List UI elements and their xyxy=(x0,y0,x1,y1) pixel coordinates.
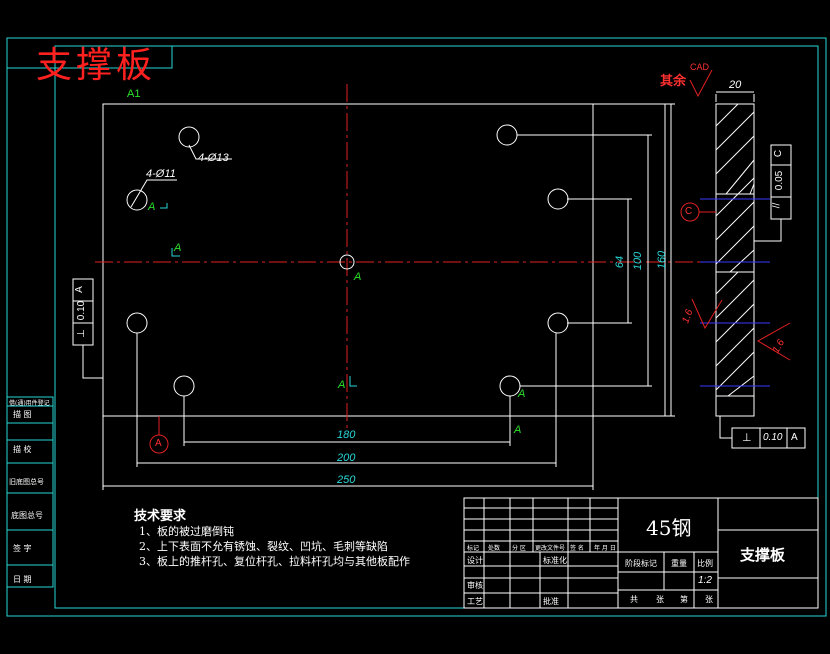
tb-weight: 重量 xyxy=(671,559,687,568)
perp-tolerance-bottom xyxy=(719,416,806,449)
title-block xyxy=(463,497,819,609)
strip-label: 描 图 xyxy=(13,410,32,419)
section-mark xyxy=(171,248,180,257)
roughness-left xyxy=(691,298,723,330)
tech-req-item-2: 2、上下表面不允有锈蚀、裂纹、凹坑、毛刺等缺陷 xyxy=(139,540,388,553)
dim-250: 250 xyxy=(337,474,356,486)
perp-bottom-value: 0.10 xyxy=(763,432,783,443)
section-mark xyxy=(349,376,357,387)
roughness-right xyxy=(757,322,791,361)
dim-180: 180 xyxy=(337,429,356,441)
tb-header: 签 名 xyxy=(570,545,584,552)
flat-right-value: 0.05 xyxy=(774,170,786,191)
hole-11-callout: 4-Ø11 xyxy=(146,168,176,180)
tb-standard: 标准化 xyxy=(543,556,567,565)
section-mark xyxy=(160,203,168,209)
inner-frame xyxy=(54,45,819,609)
tb-process: 工艺 xyxy=(467,597,483,606)
hole xyxy=(126,312,148,334)
datum-c-letter: C xyxy=(685,206,693,217)
hole xyxy=(496,124,518,146)
perp-bottom-datum: A xyxy=(791,432,798,443)
tb-sheet: 张 xyxy=(705,595,713,604)
datum-a-label: A xyxy=(174,242,182,254)
tech-req-item-1: 1、板的被过磨倒钝 xyxy=(139,525,234,538)
tb-header: 更改文件号 xyxy=(535,545,566,552)
tb-review: 审核 xyxy=(467,581,483,590)
hole xyxy=(547,188,569,210)
flat-tolerance-right xyxy=(754,144,792,242)
left-strip xyxy=(6,396,54,588)
perp-tolerance-left xyxy=(72,278,103,379)
tb-stage: 阶段标记 xyxy=(625,559,657,568)
view-label-a1: A1 xyxy=(127,88,141,100)
datum-a-symbol-letter: A xyxy=(155,438,162,449)
strip-label: 旧底图总号 xyxy=(9,478,44,486)
dim-100: 100 xyxy=(632,251,645,271)
dim-20: 20 xyxy=(729,79,742,91)
perp-left-value: 0.10 xyxy=(76,300,88,321)
datum-a-label: A xyxy=(338,379,346,391)
datum-a-label: A xyxy=(518,388,526,400)
tb-header: 分 区 xyxy=(512,545,526,552)
flat-right-symbol: // xyxy=(771,202,783,209)
datum-a-label: A xyxy=(354,271,362,283)
stamp-box xyxy=(7,46,173,69)
datum-a-label: A xyxy=(148,201,156,213)
cad-mark: CAD xyxy=(690,62,710,72)
hole xyxy=(126,189,148,211)
title-stamp: 支撑板 xyxy=(36,45,157,86)
tb-ratio: 比例 xyxy=(697,559,713,568)
perp-left-datum: A xyxy=(73,286,85,293)
plate-outline xyxy=(102,103,666,417)
strip-label: 日 期 xyxy=(13,575,32,584)
tech-req-item-3: 3、板上的推杆孔、复位杆孔、拉料杆孔均与其他板配作 xyxy=(139,555,410,568)
hole xyxy=(173,375,195,397)
tech-req-heading: 技术要求 xyxy=(134,509,187,524)
roughness-others xyxy=(689,69,713,98)
strip-label: 签 字 xyxy=(13,544,32,553)
tb-design: 设计 xyxy=(467,556,483,565)
perp-bottom-symbol: ⊥ xyxy=(742,432,752,444)
hole-13-callout: 4-Ø13 xyxy=(198,152,229,164)
dim-64: 64 xyxy=(614,255,627,269)
vertical-dimensions xyxy=(517,103,675,417)
side-view xyxy=(700,91,770,417)
strip-label: 描 校 xyxy=(13,445,32,454)
strip-label: 借(通)用件登记 xyxy=(9,400,50,407)
tb-header: 年 月 日 xyxy=(594,545,616,552)
flat-right-datum: C xyxy=(773,149,785,158)
dim-160: 160 xyxy=(656,250,669,270)
tb-header: 标记 xyxy=(467,545,480,552)
tb-sheet: 第 xyxy=(680,595,688,604)
dim-200: 200 xyxy=(337,452,356,464)
hole xyxy=(547,312,569,334)
tb-sheet: 张 xyxy=(656,595,664,604)
strip-label: 底图总号 xyxy=(11,511,43,520)
scale-value: 1:2 xyxy=(698,575,712,586)
leader-hole-11 xyxy=(130,179,177,208)
leader-hole-13 xyxy=(188,144,232,160)
horizontal-dimensions xyxy=(102,333,594,490)
center-hole xyxy=(339,254,355,270)
others-note: 其余 xyxy=(660,74,687,89)
tb-sheet: 共 xyxy=(630,595,638,604)
material: 45钢 xyxy=(646,516,692,540)
datum-a-label: A xyxy=(514,424,522,436)
perp-left-symbol: ⊥ xyxy=(75,329,87,338)
outer-frame xyxy=(6,37,827,617)
part-name: 支撑板 xyxy=(740,546,786,564)
hole xyxy=(499,375,521,397)
hole xyxy=(178,126,200,148)
tb-approve: 批准 xyxy=(543,597,559,606)
tb-header: 处数 xyxy=(488,545,501,552)
